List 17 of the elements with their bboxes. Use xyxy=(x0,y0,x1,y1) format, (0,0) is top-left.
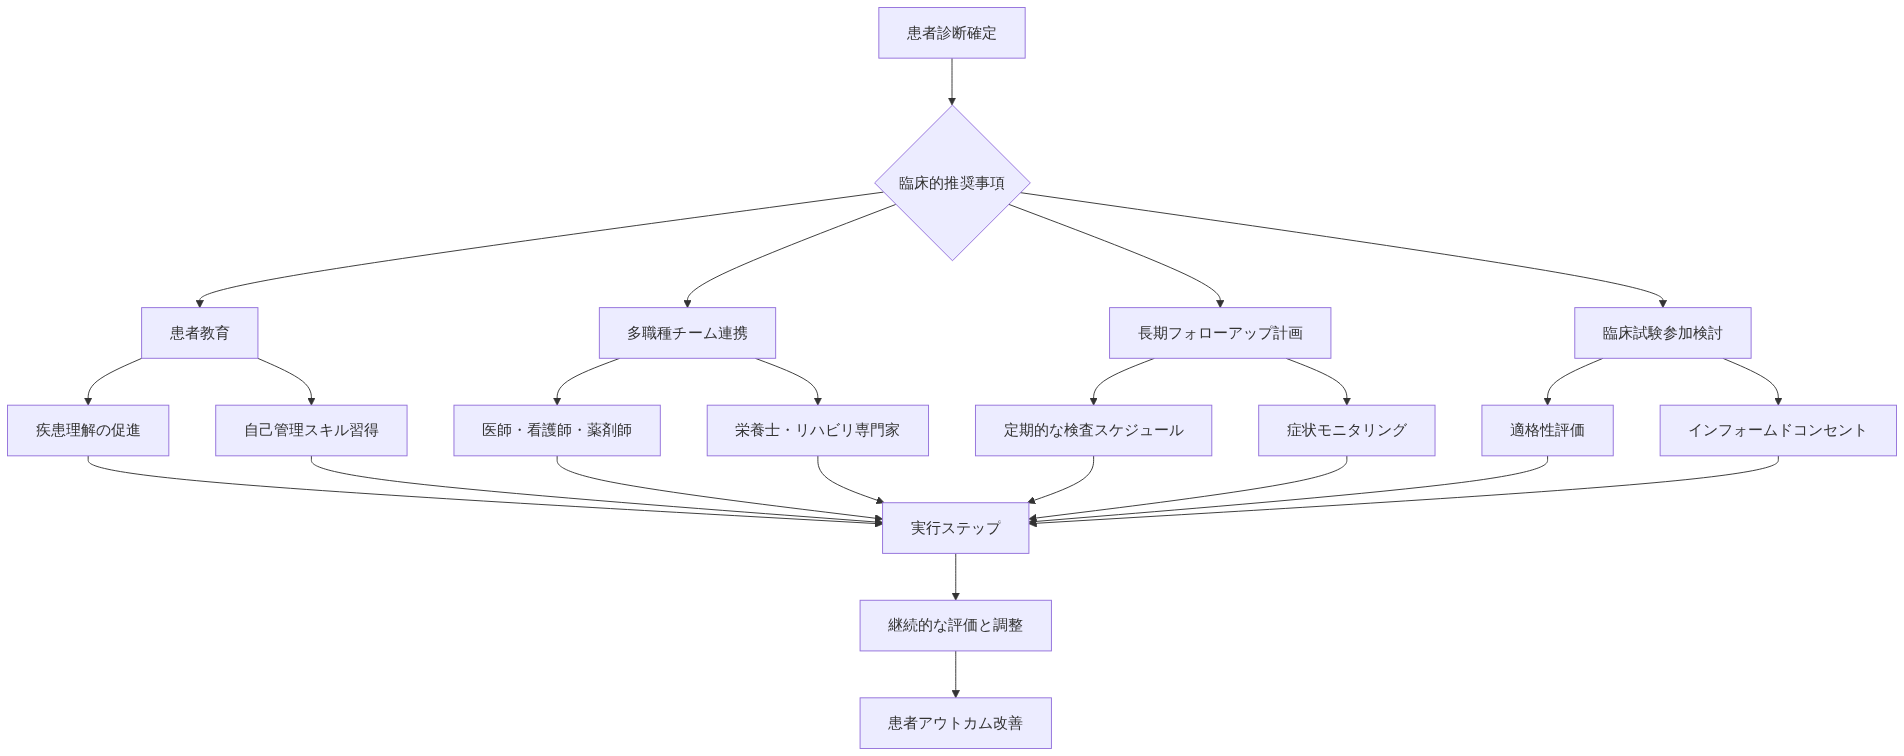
node-box: 継続的な評価と調整 xyxy=(859,599,1052,652)
node-box: 医師・看護師・薬剤師 xyxy=(453,404,661,457)
node-diamond: 臨床的推奨事項 xyxy=(874,104,1031,262)
node-box: 患者教育 xyxy=(141,307,259,359)
node-box: 患者アウトカム改善 xyxy=(859,697,1052,749)
node-box: 症状モニタリング xyxy=(1258,404,1436,457)
node-box: 疾患理解の促進 xyxy=(7,404,170,457)
node-box: 患者診断確定 xyxy=(878,7,1026,59)
node-box: 臨床試験参加検討 xyxy=(1574,307,1752,359)
node-box: 適格性評価 xyxy=(1481,404,1614,457)
node-box: 多職種チーム連携 xyxy=(598,307,777,359)
node-box: 実行ステップ xyxy=(882,502,1030,554)
node-box: インフォームドコンセント xyxy=(1659,404,1897,457)
node-box: 定期的な検査スケジュール xyxy=(975,404,1213,457)
node-box: 栄養士・リハビリ専門家 xyxy=(706,404,929,457)
node-box: 自己管理スキル習得 xyxy=(215,404,408,457)
node-box: 長期フォローアップ計画 xyxy=(1109,307,1332,359)
